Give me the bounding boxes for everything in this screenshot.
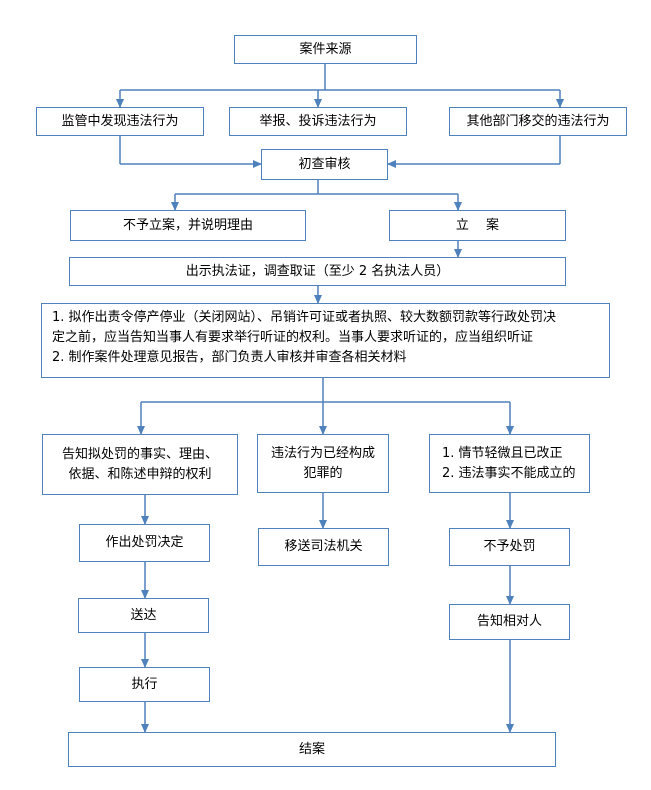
node-filing: 立 案 xyxy=(389,210,566,241)
node-crime: 违法行为已经构成 犯罪的 xyxy=(257,434,389,493)
minor-line-2: 2. 违法事实不能成立的 xyxy=(442,465,576,481)
node-make-decision: 作出处罚决定 xyxy=(79,524,210,562)
crime-line-2: 犯罪的 xyxy=(303,465,343,481)
inform-rights-line-1: 告知拟处罚的事实、理由、 xyxy=(61,446,218,462)
inform-rights-line-2: 依据、和陈述申辩的权利 xyxy=(68,466,212,482)
node-execute: 执行 xyxy=(79,667,210,702)
node-no-filing: 不予立案，并说明理由 xyxy=(70,210,306,241)
hearing-notice-line-2: 定之前，应当告知当事人有要求举行听证的权利。当事人要求听证的，应当组织听证 xyxy=(52,330,534,345)
node-inform-rights: 告知拟处罚的事实、理由、 依据、和陈述申辩的权利 xyxy=(42,434,238,495)
node-hearing-notice: 1. 拟作出责令停产停业（关闭网站）、吊销许可证或者执照、较大数额罚款等行政处罚… xyxy=(41,303,610,378)
node-minor: 1. 情节轻微且已改正 2. 违法事实不能成立的 xyxy=(429,434,590,493)
node-case-source: 案件来源 xyxy=(234,35,417,64)
crime-line-1: 违法行为已经构成 xyxy=(270,445,375,461)
node-initial-review: 初查审核 xyxy=(261,149,388,180)
node-close-case: 结案 xyxy=(68,732,556,767)
hearing-notice-line-1: 1. 拟作出责令停产停业（关闭网站）、吊销许可证或者执照、较大数额罚款等行政处罚… xyxy=(52,310,557,325)
node-notify-party: 告知相对人 xyxy=(449,604,570,640)
node-show-certificate: 出示执法证，调查取证（至少 2 名执法人员） xyxy=(69,257,566,286)
node-transfer-judicial: 移送司法机关 xyxy=(258,528,389,566)
node-deliver: 送达 xyxy=(78,598,209,633)
node-source-report: 举报、投诉违法行为 xyxy=(229,107,407,136)
hearing-notice-line-3: 2. 制作案件处理意见报告，部门负责人审核并审查各相关材料 xyxy=(52,350,407,365)
node-source-transfer: 其他部门移交的违法行为 xyxy=(449,107,627,136)
minor-line-1: 1. 情节轻微且已改正 xyxy=(442,445,563,461)
node-source-supervision: 监管中发现违法行为 xyxy=(36,107,204,136)
node-no-penalty: 不予处罚 xyxy=(449,528,570,566)
